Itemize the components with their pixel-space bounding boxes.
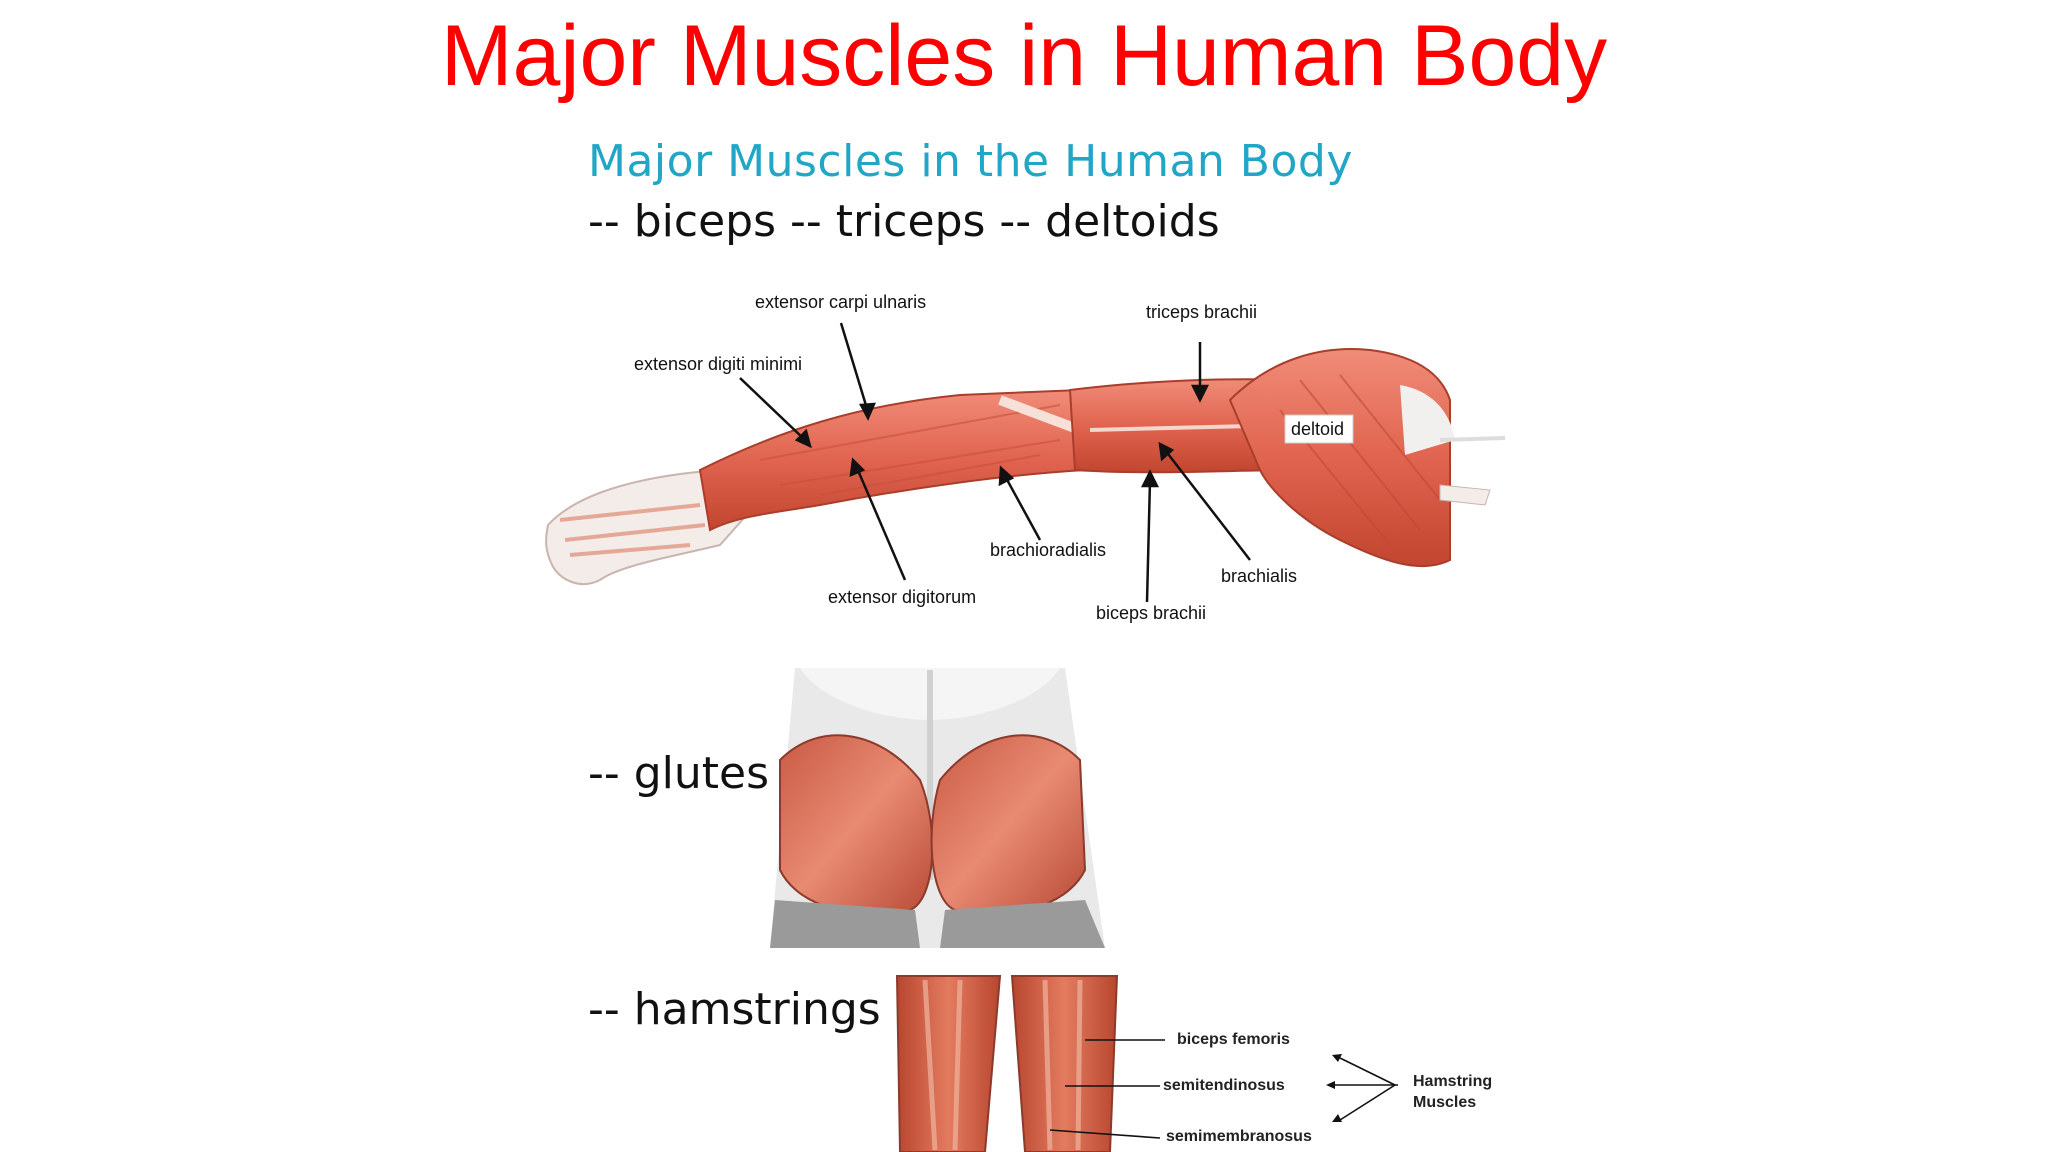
label-deltoid: deltoid bbox=[1291, 419, 1345, 439]
arm-muscle-list: -- biceps -- triceps -- deltoids bbox=[588, 196, 1220, 247]
label-brachioradialis: brachioradialis bbox=[990, 540, 1107, 560]
label-extensor-digiti-minimi: extensor digiti minimi bbox=[634, 354, 803, 374]
glutes-illustration bbox=[770, 668, 1105, 948]
hamstrings-label: -- hamstrings bbox=[588, 984, 881, 1035]
label-biceps-femoris: biceps femoris bbox=[1177, 1031, 1290, 1048]
label-extensor-digitorum: extensor digitorum bbox=[828, 587, 977, 607]
label-triceps-brachii: triceps brachii bbox=[1146, 302, 1258, 322]
label-semimembranosus: semimembranosus bbox=[1166, 1128, 1312, 1145]
label-hamstring-group-1: Hamstring bbox=[1413, 1073, 1493, 1090]
label-brachialis: brachialis bbox=[1221, 566, 1298, 586]
label-biceps-brachii: biceps brachii bbox=[1096, 603, 1207, 623]
label-extensor-carpi-ulnaris: extensor carpi ulnaris bbox=[755, 292, 927, 312]
glutes-label: -- glutes bbox=[588, 748, 770, 799]
figure-heading: Major Muscles in the Human Body bbox=[588, 136, 1353, 187]
hamstrings-illustration bbox=[895, 975, 1119, 1152]
label-hamstring-group-2: Muscles bbox=[1413, 1094, 1477, 1111]
slide-title: Major Muscles in Human Body bbox=[440, 8, 1608, 104]
label-semitendinosus: semitendinosus bbox=[1163, 1077, 1285, 1094]
